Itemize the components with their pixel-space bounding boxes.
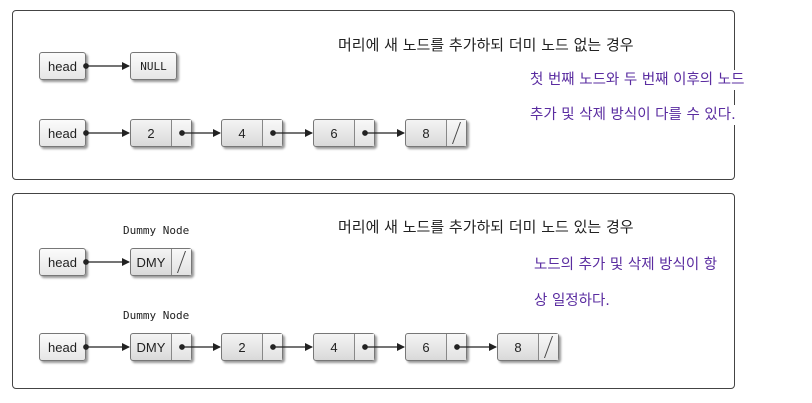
panel-without-dummy bbox=[12, 10, 735, 180]
node-value: 2 bbox=[238, 339, 246, 355]
node-value: DMY bbox=[136, 254, 166, 270]
node-value: 6 bbox=[330, 125, 338, 141]
note-with-dummy-line1: 노드의 추가 및 삭제 방식이 항 bbox=[534, 255, 722, 275]
head-box: head bbox=[39, 52, 86, 80]
null-pointer-icon bbox=[446, 120, 466, 146]
dummy-node: DMY bbox=[130, 333, 192, 361]
head-box: head bbox=[39, 333, 86, 361]
node-value: 8 bbox=[422, 125, 430, 141]
null-pointer-icon bbox=[171, 249, 191, 275]
dummy-node-caption: Dummy Node bbox=[123, 309, 190, 322]
node-value: 6 bbox=[422, 339, 430, 355]
head-box: head bbox=[39, 119, 86, 147]
note-without-dummy-line1: 첫 번째 노드와 두 번째 이후의 노드 bbox=[530, 70, 749, 90]
dummy-node-caption: Dummy Node bbox=[123, 224, 190, 237]
note-without-dummy-line2: 추가 및 삭제 방식이 다를 수 있다. bbox=[530, 105, 740, 125]
heading-without-dummy: 머리에 새 노드를 추가하되 더미 노드 없는 경우 bbox=[338, 36, 634, 54]
null-box: NULL bbox=[130, 52, 177, 80]
null-pointer-icon bbox=[538, 334, 558, 360]
heading-with-dummy: 머리에 새 노드를 추가하되 더미 노드 있는 경우 bbox=[338, 218, 634, 236]
node-value: 4 bbox=[330, 339, 338, 355]
note-with-dummy-line2: 상 일정하다. bbox=[534, 291, 614, 311]
node-value: DMY bbox=[136, 339, 166, 355]
list-node-tail: 8 bbox=[405, 119, 467, 147]
head-box: head bbox=[39, 248, 86, 276]
node-value: 8 bbox=[514, 339, 522, 355]
dummy-node: DMY bbox=[130, 248, 192, 276]
node-value: 2 bbox=[147, 125, 155, 141]
list-node-tail: 8 bbox=[497, 333, 559, 361]
node-value: 4 bbox=[238, 125, 246, 141]
